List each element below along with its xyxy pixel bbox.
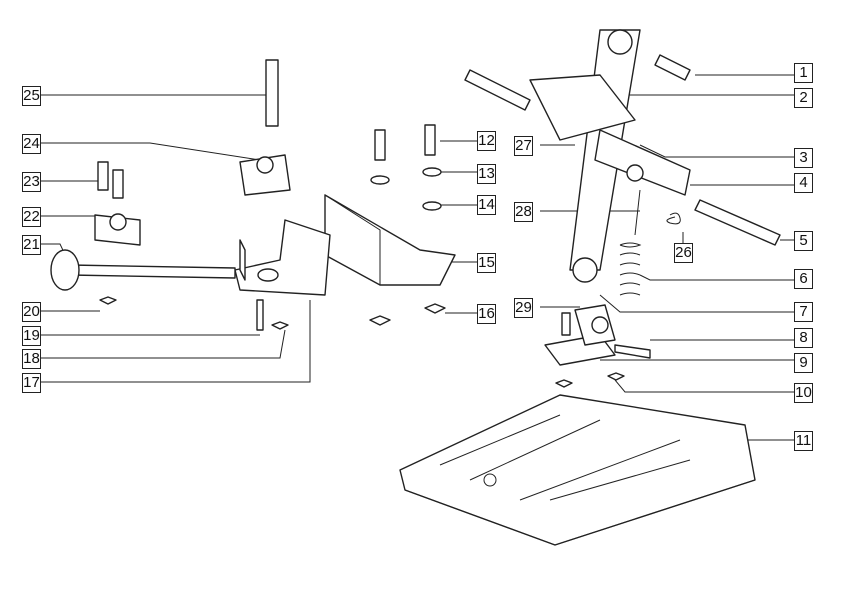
part-label-7: 7	[794, 302, 813, 322]
part-label-21: 21	[22, 235, 41, 255]
part-label-14: 14	[477, 195, 496, 215]
part-label-27: 27	[514, 136, 533, 156]
part-label-11: 11	[794, 431, 813, 451]
part-label-4: 4	[794, 173, 813, 193]
part-label-3: 3	[794, 148, 813, 168]
part-label-1: 1	[794, 63, 813, 83]
spring	[619, 189, 681, 296]
vice-assembly	[50, 59, 456, 331]
part-label-23: 23	[22, 172, 41, 192]
part-label-17: 17	[22, 373, 41, 393]
part-label-12: 12	[477, 131, 496, 151]
part-label-25: 25	[22, 86, 41, 106]
part-label-26: 26	[674, 243, 693, 263]
part-label-2: 2	[794, 88, 813, 108]
part-label-10: 10	[794, 383, 813, 403]
part-label-24: 24	[22, 134, 41, 154]
swing-arm	[464, 29, 781, 283]
part-label-16: 16	[477, 304, 496, 324]
part-label-20: 20	[22, 302, 41, 322]
part-label-15: 15	[477, 253, 496, 273]
part-label-5: 5	[794, 231, 813, 251]
part-label-18: 18	[22, 349, 41, 369]
part-label-28: 28	[514, 202, 533, 222]
part-label-22: 22	[22, 207, 41, 227]
base-plate	[399, 394, 756, 546]
part-label-13: 13	[477, 164, 496, 184]
part-label-29: 29	[514, 298, 533, 318]
part-label-19: 19	[22, 326, 41, 346]
part-label-9: 9	[794, 353, 813, 373]
part-label-6: 6	[794, 269, 813, 289]
part-label-8: 8	[794, 328, 813, 348]
pivot-block	[544, 304, 651, 388]
